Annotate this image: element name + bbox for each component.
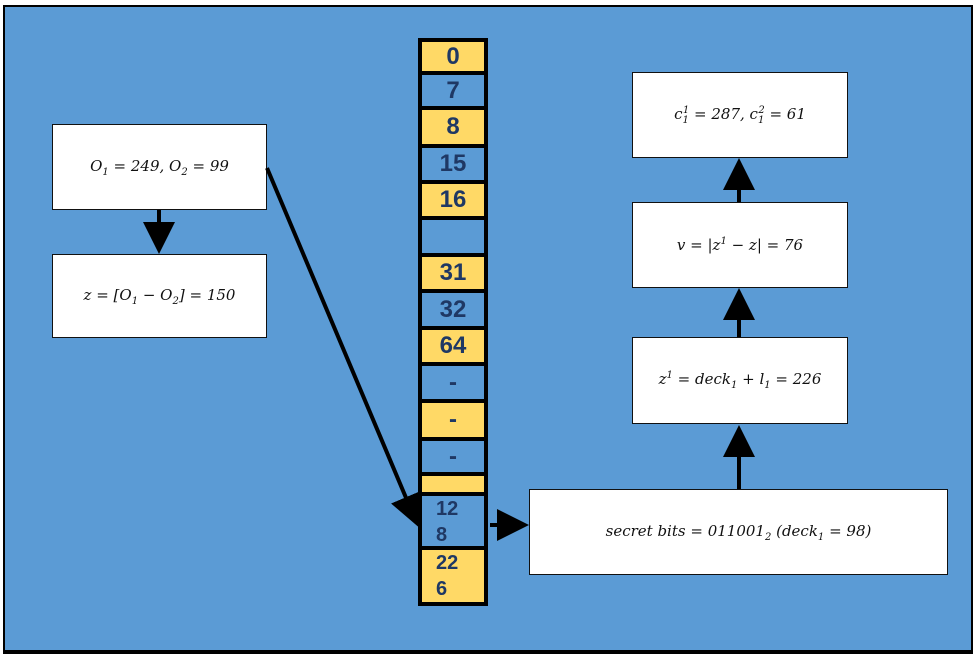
- deck-cell: [418, 220, 488, 257]
- z1-value-text: z1 = deck1 + l1 = 226: [658, 370, 822, 391]
- deck-cell: 22 6: [418, 550, 488, 606]
- deck-cell: 0: [418, 38, 488, 75]
- deck-cell: 31: [418, 257, 488, 293]
- z-value-text: z = [O1 − O2] = 150: [83, 285, 236, 307]
- deck-cell: -: [418, 403, 488, 441]
- secret-bits-text: secret bits = 0110012 (deck1 = 98): [605, 521, 872, 543]
- deck-cell: [418, 476, 488, 496]
- deck-cell: 12 8: [418, 496, 488, 550]
- deck-cell: 32: [418, 293, 488, 330]
- arrow-o-to-column: [265, 167, 421, 527]
- deck-cell: 15: [418, 148, 488, 184]
- deck-cell: 16: [418, 184, 488, 220]
- z-value-box: z = [O1 − O2] = 150: [52, 254, 267, 338]
- v-value-text: v = |z1 − z| = 76: [676, 236, 804, 254]
- secret-bits-box: secret bits = 0110012 (deck1 = 98): [529, 489, 948, 575]
- z1-value-box: z1 = deck1 + l1 = 226: [632, 337, 848, 424]
- deck-cell: -: [418, 441, 488, 476]
- deck-cell: 8: [418, 110, 488, 148]
- deck-cell: 64: [418, 330, 488, 366]
- deck-cell: 7: [418, 75, 488, 110]
- c-values-box: c11 = 287, c12 = 61: [632, 72, 848, 158]
- o-values-box: O1 = 249, O2 = 99: [52, 124, 267, 210]
- c-values-text: c11 = 287, c12 = 61: [674, 104, 806, 126]
- o-values-text: O1 = 249, O2 = 99: [90, 156, 229, 178]
- v-value-box: v = |z1 − z| = 76: [632, 202, 848, 288]
- deck-cell: -: [418, 366, 488, 403]
